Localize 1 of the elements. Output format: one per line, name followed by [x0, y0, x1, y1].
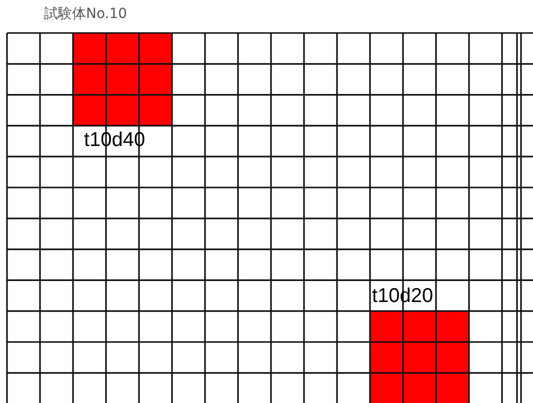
specimen-title: 試験体No.10 — [44, 5, 128, 23]
